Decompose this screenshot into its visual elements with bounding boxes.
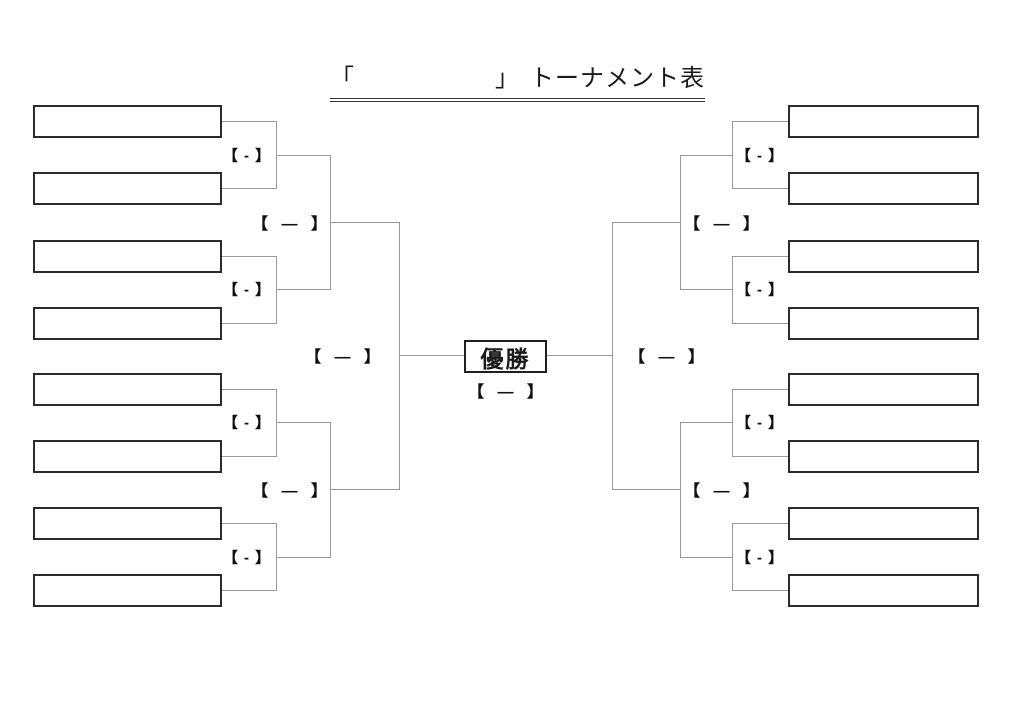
score-marker-right-match3: 【 - 】 bbox=[735, 414, 785, 432]
score-marker-left-semifinal2: 【 ― 】 bbox=[252, 483, 328, 500]
connector-left-champion-line bbox=[400, 355, 464, 356]
player-name-box-right-2[interactable] bbox=[788, 172, 979, 205]
connector-left-semifinal2 bbox=[277, 422, 331, 558]
score-marker-right-match2: 【 - 】 bbox=[735, 281, 785, 299]
title-open-bracket: 「 bbox=[330, 65, 355, 92]
connector-right-match1 bbox=[732, 121, 788, 189]
connector-left-match2 bbox=[222, 256, 277, 324]
connector-left-match4 bbox=[222, 523, 277, 591]
connector-right-final bbox=[612, 222, 680, 490]
connector-left-match3 bbox=[222, 389, 277, 457]
connector-left-semifinal1 bbox=[277, 155, 331, 290]
score-marker-championship: 【 ― 】 bbox=[468, 384, 544, 401]
player-name-box-left-7[interactable] bbox=[33, 507, 222, 540]
champion-box: 優勝 bbox=[464, 340, 547, 373]
player-name-box-right-6[interactable] bbox=[788, 440, 979, 473]
score-marker-left-match4: 【 - 】 bbox=[222, 549, 272, 567]
score-marker-right-semifinal1: 【 ― 】 bbox=[684, 216, 760, 233]
connector-right-semifinal2 bbox=[680, 422, 732, 558]
page-title: 「 」 トーナメント表 bbox=[330, 58, 705, 102]
score-marker-right-match4: 【 - 】 bbox=[735, 549, 785, 567]
connector-right-match2 bbox=[732, 256, 788, 324]
player-name-box-left-3[interactable] bbox=[33, 240, 222, 273]
connector-left-final bbox=[331, 222, 400, 490]
title-close-bracket: 」 bbox=[495, 65, 520, 92]
score-marker-right-semifinal2: 【 ― 】 bbox=[684, 483, 760, 500]
player-name-box-right-4[interactable] bbox=[788, 307, 979, 340]
title-suffix: トーナメント表 bbox=[530, 65, 705, 92]
connector-left-match1 bbox=[222, 121, 277, 189]
score-marker-left-match2: 【 - 】 bbox=[222, 281, 272, 299]
player-name-box-left-1[interactable] bbox=[33, 105, 222, 138]
connector-right-champion-line bbox=[547, 355, 612, 356]
score-marker-left-semifinal1: 【 ― 】 bbox=[252, 216, 328, 233]
connector-right-semifinal1 bbox=[680, 155, 732, 290]
player-name-box-right-8[interactable] bbox=[788, 574, 979, 607]
player-name-box-right-1[interactable] bbox=[788, 105, 979, 138]
score-marker-right-final: 【 ― 】 bbox=[629, 349, 705, 366]
player-name-box-left-5[interactable] bbox=[33, 373, 222, 406]
connector-right-match4 bbox=[732, 523, 788, 591]
player-name-box-right-3[interactable] bbox=[788, 240, 979, 273]
player-name-box-left-4[interactable] bbox=[33, 307, 222, 340]
score-marker-right-match1: 【 - 】 bbox=[735, 147, 785, 165]
player-name-box-right-7[interactable] bbox=[788, 507, 979, 540]
player-name-box-right-5[interactable] bbox=[788, 373, 979, 406]
player-name-box-left-2[interactable] bbox=[33, 172, 222, 205]
connector-right-match3 bbox=[732, 389, 788, 457]
score-marker-left-match1: 【 - 】 bbox=[222, 147, 272, 165]
score-marker-left-final: 【 ― 】 bbox=[305, 349, 381, 366]
score-marker-left-match3: 【 - 】 bbox=[222, 414, 272, 432]
player-name-box-left-6[interactable] bbox=[33, 440, 222, 473]
player-name-box-left-8[interactable] bbox=[33, 574, 222, 607]
